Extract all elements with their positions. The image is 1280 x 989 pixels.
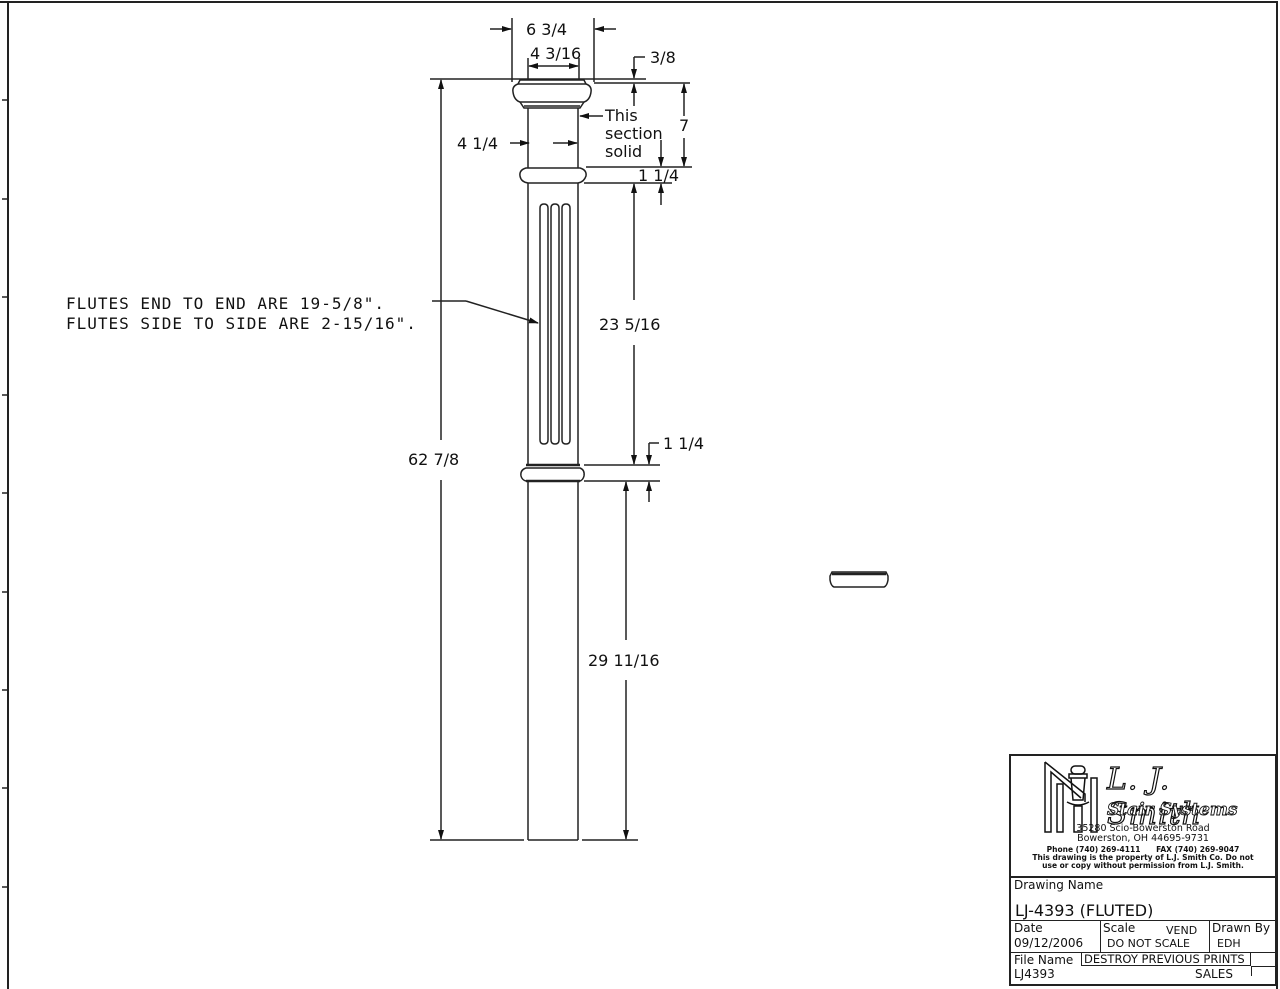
stair-newel-logo-icon <box>1044 761 1098 833</box>
dim-cap-height: 3/8 <box>650 48 676 67</box>
note-solid-line-3: solid <box>605 142 643 161</box>
address-line-2: Bowerston, OH 44695-9731 <box>1077 833 1209 844</box>
drawing-name: LJ-4393 (FLUTED) <box>1015 901 1154 920</box>
disclaimer-line-2: use or copy without permission from L.J.… <box>1042 861 1244 870</box>
dim-top-overall-width: 6 3/4 <box>526 20 568 39</box>
dim-top-shaft-width: 4 1/4 <box>457 134 499 153</box>
dim-upper-collar: 1 1/4 <box>638 166 680 185</box>
phone-fax: Phone (740) 269-4111 FAX (740) 269-9047 <box>1011 846 1275 854</box>
divider <box>1209 920 1210 952</box>
note-solid-line-2: section <box>605 124 663 143</box>
date-value: 09/12/2006 <box>1014 936 1084 950</box>
dim-base-section: 29 11/16 <box>588 651 660 670</box>
dim-overall-height: 62 7/8 <box>408 450 460 469</box>
drawing-name-label: Drawing Name <box>1014 878 1104 892</box>
destroy-prints-warning: DESTROY PREVIOUS PRINTS <box>1084 952 1245 966</box>
company-division: Stair Systems <box>1107 800 1238 821</box>
file-name-value: LJ4393 <box>1014 967 1055 981</box>
dim-flute-section: 23 5/16 <box>599 315 661 334</box>
warning-box: DESTROY PREVIOUS PRINTS <box>1081 952 1251 966</box>
divider <box>1100 920 1101 952</box>
dim-cap-width: 4 3/16 <box>530 44 582 63</box>
note-solid-line-1: This <box>605 106 638 125</box>
title-block: L. J. Smith Stair Systems 35280 Scio-Bow… <box>1009 754 1277 986</box>
vend-label: VEND <box>1166 924 1198 937</box>
phone: Phone (740) 269-4111 <box>1046 845 1141 854</box>
company-logo-area: L. J. Smith Stair Systems 35280 Scio-Bow… <box>1011 756 1275 878</box>
file-name-label: File Name <box>1014 953 1074 967</box>
flutes-note-side: FLUTES SIDE TO SIDE ARE 2-15/16". <box>66 314 417 333</box>
address-line-1: 35280 Scio-Bowerston Road <box>1076 823 1210 834</box>
scale-label: Scale <box>1103 921 1136 935</box>
dim-top-section-height: 7 <box>679 116 690 135</box>
flutes-note-end: FLUTES END TO END ARE 19-5/8". <box>66 294 385 313</box>
company-name: L. J. Smith <box>1106 761 1202 832</box>
scale-value: DO NOT SCALE <box>1107 937 1190 950</box>
dim-lower-collar: 1 1/4 <box>663 434 705 453</box>
drawn-by-value: EDH <box>1217 937 1241 950</box>
date-label: Date <box>1014 921 1043 935</box>
fax: FAX (740) 269-9047 <box>1156 845 1240 854</box>
drawn-by-label: Drawn By <box>1212 921 1271 935</box>
disclaimer-line-1: This drawing is the property of L.J. Smi… <box>1032 853 1254 862</box>
divider <box>1011 920 1275 921</box>
corner-box <box>1251 966 1275 976</box>
department: SALES <box>1195 967 1233 981</box>
